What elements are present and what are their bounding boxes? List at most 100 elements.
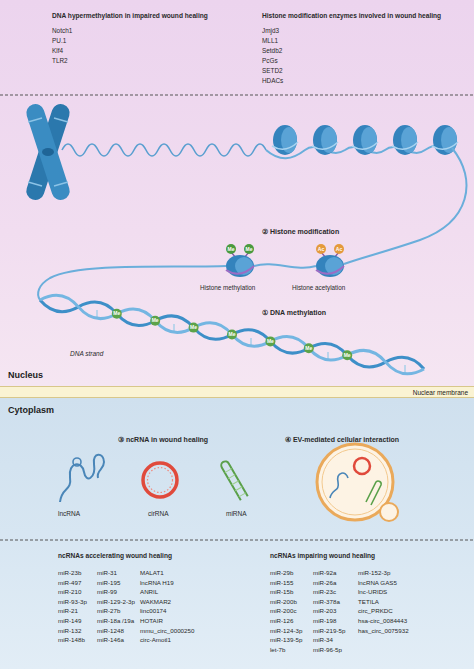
base-pair (228, 475, 235, 479)
enzyme-name: Setdb2 (262, 47, 282, 54)
mark-text: Me (302, 345, 316, 352)
part-label: Histone methylation (200, 284, 255, 291)
gene-name: Klf4 (52, 47, 63, 54)
extracellular-vesicle (317, 444, 398, 521)
ncrna-name: miR-155 (270, 579, 293, 586)
nucleosome-body (273, 125, 297, 155)
step-label: ② Histone modification (262, 228, 339, 236)
part-label: miRNA (226, 510, 247, 517)
mark-text: Me (340, 352, 354, 359)
circrna-symbol (143, 463, 177, 497)
mark-text: Me (187, 324, 201, 331)
region-label: Cytoplasm (8, 406, 54, 416)
list-heading: ncRNAs accelerating wound healing (58, 552, 172, 560)
list-heading: DNA hypermethylation in impaired wound h… (52, 12, 208, 20)
dashed-divider (0, 540, 474, 541)
ncrna-name: miR-92a (313, 569, 336, 576)
chromosome-band (28, 182, 42, 186)
ncrna-name: miR-29b (270, 569, 293, 576)
ncrna-name: lncRNA H19 (140, 579, 174, 586)
membrane-label: Nuclear membrane (413, 389, 468, 396)
chromosome-band (28, 118, 42, 122)
ncrna-name: circ_PRKDC (358, 607, 393, 614)
enzyme-name: SETD2 (262, 67, 283, 74)
chromosome-band (54, 182, 68, 186)
step-label: ① DNA methylation (262, 309, 326, 317)
chromatin-fiber (62, 144, 266, 156)
mark-text: Me (148, 317, 162, 324)
base-pair (225, 469, 232, 473)
region-label: Nucleus (8, 371, 43, 381)
part-label: DNA strand (70, 350, 103, 357)
ncrna-name: has_circ_0075932 (358, 627, 409, 634)
ncrna-name: MALAT1 (140, 569, 164, 576)
ncrna-name: miR-124-3p (270, 627, 302, 634)
ncrna-name: circ-Amotl1 (140, 636, 171, 643)
ncrna-name: miR-31 (97, 569, 117, 576)
part-label: Histone acetylation (292, 284, 345, 291)
nucleosome-body (316, 255, 344, 277)
step-label: ③ ncRNA in wound healing (118, 436, 208, 444)
gene-name: TLR2 (52, 57, 68, 64)
ncrna-name: miR-18a /19a (97, 617, 134, 624)
enzyme-name: Jmjd3 (262, 27, 279, 34)
chromatid (24, 102, 72, 203)
ncrna-name: miR-96-5p (313, 646, 342, 653)
base-pair (235, 487, 242, 491)
vesicle-bud (380, 503, 398, 521)
ncrna-name: miR-93-3p (58, 598, 87, 605)
dna-wrap (352, 142, 378, 149)
ncrna-name: miR-146a (97, 636, 124, 643)
enzyme-name: HDACs (262, 77, 283, 84)
ncrna-name: lnc-URIDS (358, 588, 387, 595)
list-heading: Histone modification enzymes involved in… (262, 12, 441, 20)
ncrna-name: miR-132 (58, 627, 81, 634)
ncrna-name: miR-15b (270, 588, 293, 595)
dna-wrap (316, 266, 344, 274)
linker-dna (38, 266, 226, 300)
chromosome-band (54, 118, 68, 122)
ncrna-name: TETILA (358, 598, 379, 605)
list-heading: ncRNAs impairing wound healing (270, 552, 375, 560)
nucleosome (272, 125, 298, 155)
mirna-symbol (220, 460, 248, 500)
ncrna-name: miR-26a (313, 579, 336, 586)
lncrna-loop (73, 458, 81, 466)
ncrna-name: miR-195 (97, 579, 120, 586)
ncrna-name: miR-23b (58, 569, 81, 576)
ncrna-name: miR-126 (270, 617, 293, 624)
gene-name: Notch1 (52, 27, 72, 34)
ncrna-name: miR-21 (58, 607, 78, 614)
mirna-symbol (366, 481, 381, 505)
ncrna-name: miR-129-2-3p (97, 598, 135, 605)
dna-strand (40, 295, 424, 374)
dna-wrap (226, 266, 254, 274)
nucleus-region: Nucleus (0, 0, 474, 386)
dna-strand (40, 300, 424, 369)
dna-helix (40, 295, 424, 374)
dna-wrap (312, 142, 338, 149)
nucleosome-body (393, 125, 417, 155)
ncrna-name: let-7b (270, 646, 285, 653)
mark-text: Me (263, 338, 277, 345)
ncrna-name: miR-198 (313, 617, 336, 624)
lncrna-symbol (330, 473, 348, 498)
circrna-symbol (354, 458, 370, 474)
ncrna-name: miR-497 (58, 579, 81, 586)
ncrna-name: miR-200c (270, 607, 296, 614)
ncrna-name: HOTAIR (140, 617, 163, 624)
centromere (42, 148, 54, 156)
ncrna-name: miR-139-5p (270, 636, 302, 643)
enzyme-name: PcGs (262, 57, 278, 64)
ncrna-name: miR-27b (97, 607, 120, 614)
ncrna-name: miR-152-3p (358, 569, 390, 576)
ncrna-name: hsa-circ_0084443 (358, 617, 407, 624)
nucleosome (352, 125, 378, 155)
ncrna-name: lncRNA GAS5 (358, 579, 397, 586)
base-pair (232, 481, 239, 485)
nucleosome (392, 125, 418, 155)
dna-wrap (392, 142, 418, 149)
chromosome (24, 102, 72, 203)
